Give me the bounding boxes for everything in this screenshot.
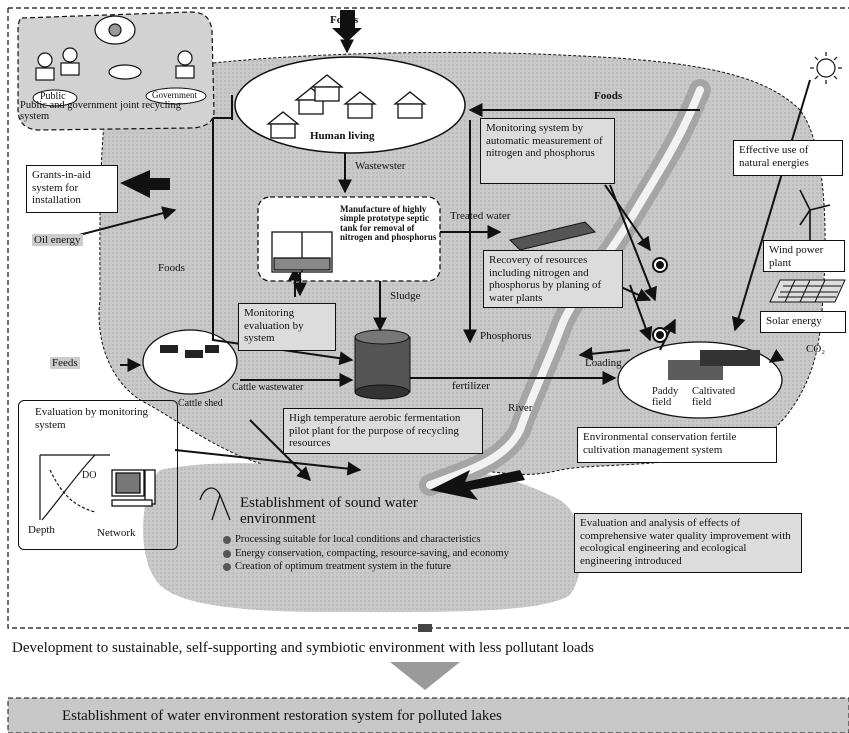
houses-icon xyxy=(266,74,427,139)
solar-energy-box: Solar energy xyxy=(760,311,846,333)
foods-right-label: Foods xyxy=(594,90,623,102)
sun-icon xyxy=(810,52,842,84)
government-label: Government xyxy=(152,90,197,100)
government-tag xyxy=(145,87,207,105)
solar-panel-icon xyxy=(769,279,846,303)
wastewater-label: Wastewster xyxy=(355,160,406,172)
cultivated-field-label: Caltivated field xyxy=(692,386,736,409)
septic-tank-label: Manufacture of highly simple prototype s… xyxy=(340,204,437,243)
env-conservation-box: Environmental conservation fertile culti… xyxy=(577,427,777,463)
monitoring-eval-box: Monitoring evaluation by system xyxy=(238,303,336,351)
bullet-item-2: Energy conservation, compacting, resourc… xyxy=(223,548,533,560)
foods-top-label: Foods xyxy=(330,14,359,26)
water-plants-icon xyxy=(509,221,596,251)
septic-tank-icon xyxy=(271,231,333,273)
human-living-label: Human living xyxy=(310,130,375,142)
bullet-dot xyxy=(223,536,231,544)
joint-recycling-label: Public and government joint recycling sy… xyxy=(20,100,181,123)
public-label: Public xyxy=(40,91,66,102)
establishment-restoration-label: Establishment of water environment resto… xyxy=(62,708,502,724)
wind-power-box: Wind power plant xyxy=(763,240,845,272)
measurement-points xyxy=(652,257,668,343)
restoration-box xyxy=(7,697,849,733)
depth-label: Depth xyxy=(28,524,55,536)
bird-icon xyxy=(199,487,231,521)
phosphorus-label: Phosphorus xyxy=(480,330,532,342)
effective-use-box: Effective use of natural energies xyxy=(733,140,843,176)
fertilizer-label: fertilizer xyxy=(452,380,490,392)
crop-icon xyxy=(668,350,760,380)
cattle-shed-label: Cattle shed xyxy=(178,398,223,409)
outer-dashed-frame xyxy=(7,7,849,629)
river-label: River xyxy=(508,402,533,414)
bullet-item-3: Creation of optimum treatment system in … xyxy=(223,561,533,573)
bullet-text: Energy conservation, compacting, resourc… xyxy=(235,547,509,559)
loading-label: Loading xyxy=(585,357,622,369)
bullet-dot xyxy=(223,549,231,558)
development-label: Development to sustainable, self-support… xyxy=(12,640,594,656)
computer-icon xyxy=(111,469,156,507)
grants-box: Grants-in-aid system for installation xyxy=(26,165,118,213)
oil-energy-label: Oil energy xyxy=(32,234,83,246)
co2-label: CO₂ xyxy=(806,343,826,355)
sludge-label: Sludge xyxy=(390,290,421,302)
cattle-wastewater-label: Cattle wastewater xyxy=(232,382,304,393)
network-label: Network xyxy=(97,527,136,539)
paddy-field-label: Paddy field xyxy=(652,386,679,409)
eval-monitoring-box xyxy=(18,400,178,550)
bullet-text: Processing suitable for local conditions… xyxy=(235,534,481,545)
feeds-label: Feeds xyxy=(50,357,80,369)
public-tag xyxy=(32,89,78,107)
recovery-box: Recovery of resources including nitrogen… xyxy=(483,250,623,308)
bullet-item-1: Processing suitable for local conditions… xyxy=(223,534,533,546)
down-arrow xyxy=(390,662,460,690)
monitoring-auto-box: Monitoring system by automatic measureme… xyxy=(480,118,615,184)
establishment-bullets: Processing suitable for local conditions… xyxy=(223,534,533,573)
lake-region xyxy=(143,463,582,613)
treated-water-label: Treated water xyxy=(450,210,511,222)
foods-left-label: Foods xyxy=(158,262,185,274)
eval-monitoring-label: Evaluation by monitoring system xyxy=(35,406,149,431)
people-icon xyxy=(35,15,195,81)
bullet-dot xyxy=(223,563,231,572)
fermentation-tank xyxy=(354,329,411,400)
do-label: DO xyxy=(82,470,97,481)
high-temp-box: High temperature aerobic fermentation pi… xyxy=(283,408,483,454)
windmill-icon xyxy=(799,189,831,240)
bullet-text: Creation of optimum treatment system in … xyxy=(235,561,452,573)
cattle-icon xyxy=(160,345,219,358)
establishment-sound-label: Establishment of sound water environment xyxy=(240,495,418,527)
eval-analysis-box: Evaluation and analysis of effects of co… xyxy=(574,513,802,573)
cattle-shed-ellipse xyxy=(142,329,238,395)
do-depth-chart xyxy=(39,454,110,521)
